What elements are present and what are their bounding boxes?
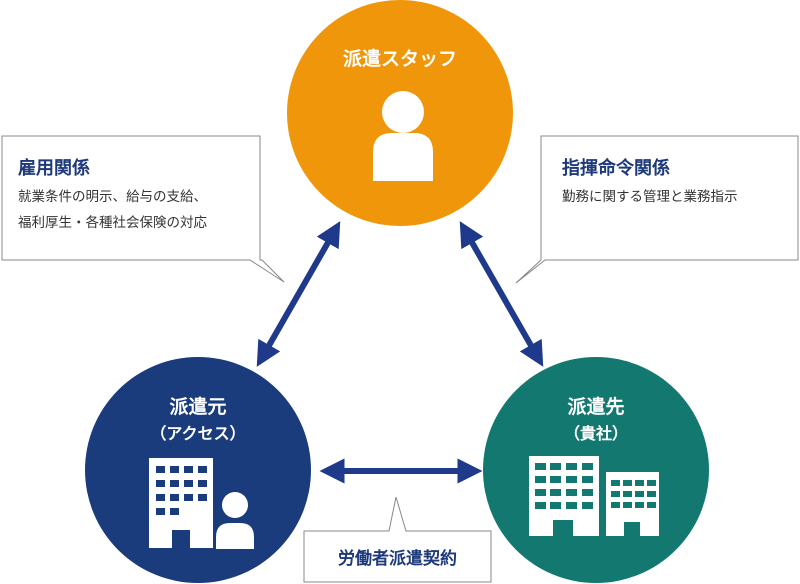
contract-title: 労働者派遣契約 [338, 549, 457, 569]
command-title: 指揮命令関係 [562, 158, 670, 179]
employment-title: 雇用関係 [18, 158, 90, 179]
office-person-icon [149, 458, 257, 552]
source-subtitle: （アクセス） [150, 424, 246, 443]
arrow-staff-source [256, 221, 341, 367]
source-title: 派遣元 [169, 396, 227, 418]
dest-subtitle: （貴社） [563, 424, 628, 443]
arrow-staff-dest [459, 221, 544, 367]
command-line-1: 勤務に関する管理と業務指示 [562, 189, 738, 205]
buildings-icon [529, 456, 659, 536]
employment-line-1: 就業条件の明示、給与の支給、 [18, 189, 207, 205]
employment-line-2: 福利厚生・各種社会保険の対応 [18, 215, 207, 231]
person-icon [373, 91, 433, 181]
contract-callout-box [303, 496, 492, 583]
dest-title: 派遣先 [567, 396, 625, 418]
staff-title: 派遣スタッフ [342, 48, 457, 70]
